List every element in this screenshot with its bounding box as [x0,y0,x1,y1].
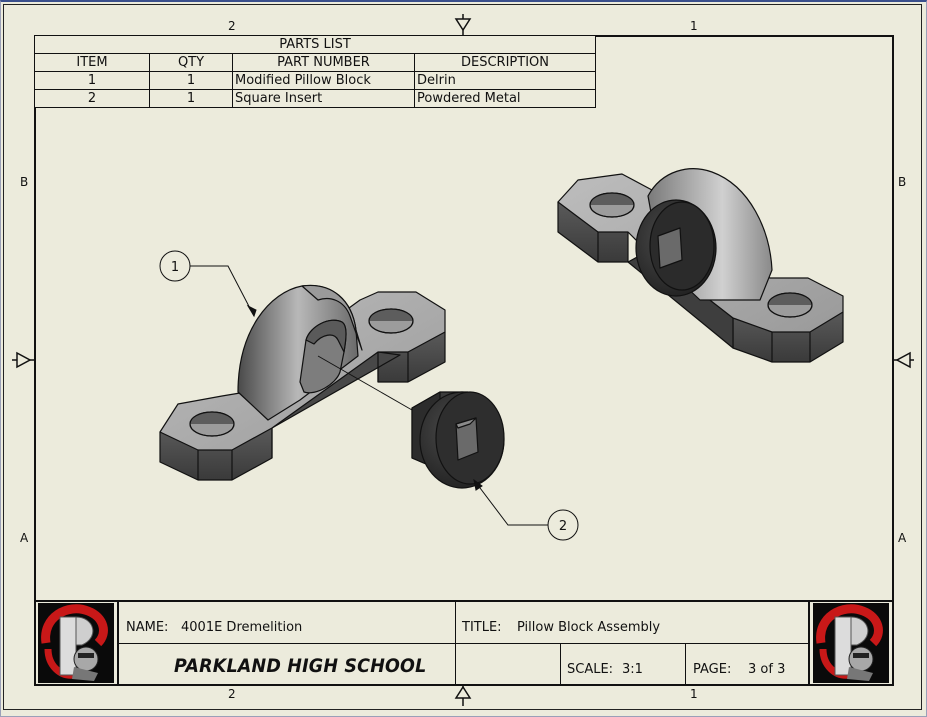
title-block-divider-v2 [560,643,561,686]
title-block-divider-h [117,643,810,644]
cell-item: 1 [34,71,150,90]
cell-qty: 1 [149,89,233,108]
col-header-item: ITEM [34,53,150,72]
cell-qty: 1 [149,71,233,90]
pillow-block-part [159,284,446,481]
zone-bottom-2: 2 [228,687,236,701]
title-label: TITLE: [462,620,502,635]
parts-list-title: PARTS LIST [34,35,596,54]
balloon-2-leader [473,478,548,526]
cell-description: Powdered Metal [414,89,596,108]
table-row: 2 1 Square Insert Powdered Metal [34,89,596,108]
zone-right-a: A [898,531,907,545]
center-mark-right [894,351,914,369]
col-header-description: DESCRIPTION [414,53,596,72]
center-mark-bottom [454,685,472,706]
name-label: NAME: [126,620,169,635]
zone-right-b: B [898,175,907,189]
school-name: PARKLAND HIGH SCHOOL [174,655,427,677]
scale-value: 3:1 [622,662,643,677]
center-mark-top [454,14,472,36]
zone-top-1: 1 [690,19,698,33]
title-value: Pillow Block Assembly [517,620,661,635]
col-header-qty: QTY [149,53,233,72]
title-block [34,600,894,686]
balloon-1 [159,250,191,282]
zone-bottom-1: 1 [690,687,698,701]
page-value: 3 of 3 [748,662,786,677]
school-logo-right [813,603,889,683]
title-block-divider-v3 [685,643,686,686]
parts-list-table: PARTS LIST ITEM QTY PART NUMBER DESCRIPT… [34,35,596,108]
school-logo-left [38,603,114,683]
outer-border [3,4,922,710]
cell-item: 2 [34,89,150,108]
square-insert-part [411,391,505,489]
cell-part-number: Square Insert [232,89,415,108]
scale-label: SCALE: [567,662,614,677]
balloon-1-leader [190,265,257,318]
assembly-axis-line [317,355,413,411]
name-value: 4001E Dremelition [181,620,303,635]
balloon-2 [547,509,579,541]
parts-list-header-row: ITEM QTY PART NUMBER DESCRIPTION [34,53,596,72]
zone-left-b: B [20,175,29,189]
cell-part-number: Modified Pillow Block [232,71,415,90]
assembled-pillow-block [557,168,844,363]
balloon-1-label: 1 [171,260,179,275]
title-block-divider-v1 [455,600,456,686]
zone-top-2: 2 [228,19,236,33]
col-header-part-number: PART NUMBER [232,53,415,72]
center-mark-left [12,351,34,369]
page-label: PAGE: [693,662,732,677]
cell-description: Delrin [414,71,596,90]
zone-left-a: A [20,531,29,545]
balloon-2-label: 2 [559,519,567,534]
table-row: 1 1 Modified Pillow Block Delrin [34,71,596,90]
